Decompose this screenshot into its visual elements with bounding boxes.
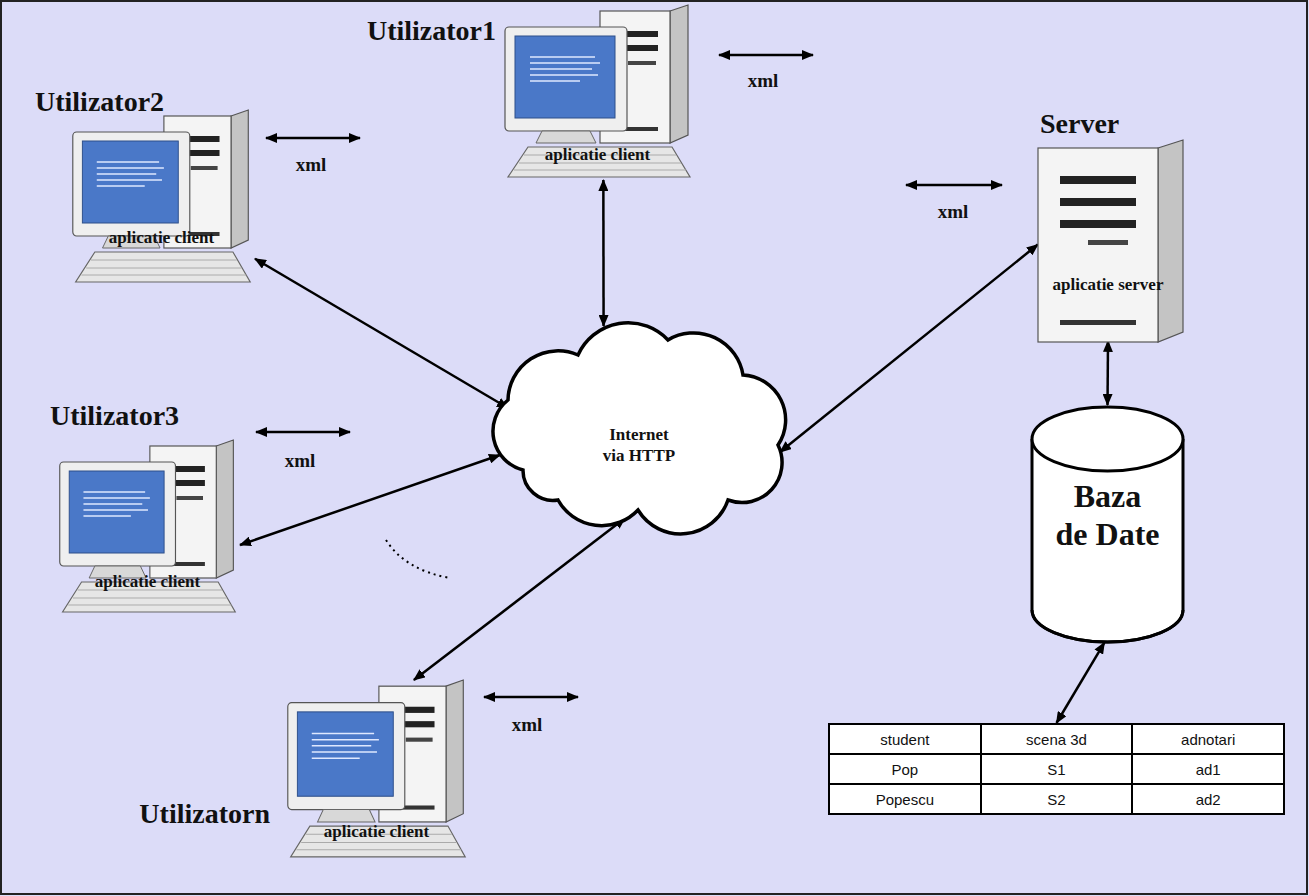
connector [780,245,1038,452]
server-computer: Serveraplicatie server [1018,140,1198,345]
cell-text: ad1 [1196,761,1221,778]
connector [1106,341,1109,405]
cell-text: scena 3d [1026,731,1087,748]
database-label: Baza de Date [1056,477,1160,553]
cell-text: adnotari [1181,731,1235,748]
database: Baza de Date [1030,405,1185,645]
connector [1057,643,1105,723]
app-label: aplicatie client [324,822,429,842]
cell-text: ad2 [1196,791,1221,808]
table-cell: S2 [981,784,1133,814]
cell-text: S1 [1047,761,1065,778]
protocol-label: xml [938,201,969,223]
app-label: aplicatie client [109,228,214,248]
more-users-dots [386,540,450,578]
node-heading: Utilizator3 [50,400,179,432]
node-heading: Utilizator2 [35,86,164,118]
node-heading: Utilizatorn [139,798,270,830]
app-label: aplicatie client [545,145,650,165]
xml-double-arrows [256,55,1002,697]
internet-cloud: Internet via HTTP [478,320,800,520]
connector [414,518,625,680]
node-heading: Utilizator1 [367,15,496,47]
table-cell: adnotari [1132,724,1284,754]
connector [255,259,508,408]
table-cell: Pop [829,754,981,784]
app-label: aplicatie client [95,572,200,592]
client-computer: Utilizator2aplicatie client [68,110,255,285]
table-grid: student scena 3d adnotariPop S1 ad1Popescu S2… [828,723,1285,815]
protocol-label: xml [512,714,543,736]
table-cell: scena 3d [981,724,1133,754]
table-cell: ad2 [1132,784,1284,814]
server-icon [1018,140,1198,345]
cell-text: Popescu [876,791,934,808]
table-cell: Popescu [829,784,981,814]
cell-text: student [880,731,929,748]
cloud-shape [478,320,800,520]
client-computer: Utilizatornaplicatie client [283,680,470,860]
data-table: student scena 3d adnotariPop S1 ad1Popescu S2… [828,723,1285,815]
app-label: aplicatie server [1053,275,1164,295]
protocol-label: xml [748,70,779,92]
client-computer: Utilizator1aplicatie client [500,5,695,180]
cell-text: Pop [891,761,918,778]
computer-icon [68,110,255,285]
table-cell: ad1 [1132,754,1284,784]
table-cell: student [829,724,981,754]
node-heading: Server [1040,108,1119,140]
protocol-label: xml [285,450,316,472]
client-computer: Utilizator3aplicatie client [55,440,240,615]
connector [602,180,605,326]
protocol-label: xml [296,154,327,176]
table-cell: S1 [981,754,1133,784]
connector [240,455,500,545]
cell-text: S2 [1047,791,1065,808]
cloud-label: Internet via HTTP [603,424,676,466]
